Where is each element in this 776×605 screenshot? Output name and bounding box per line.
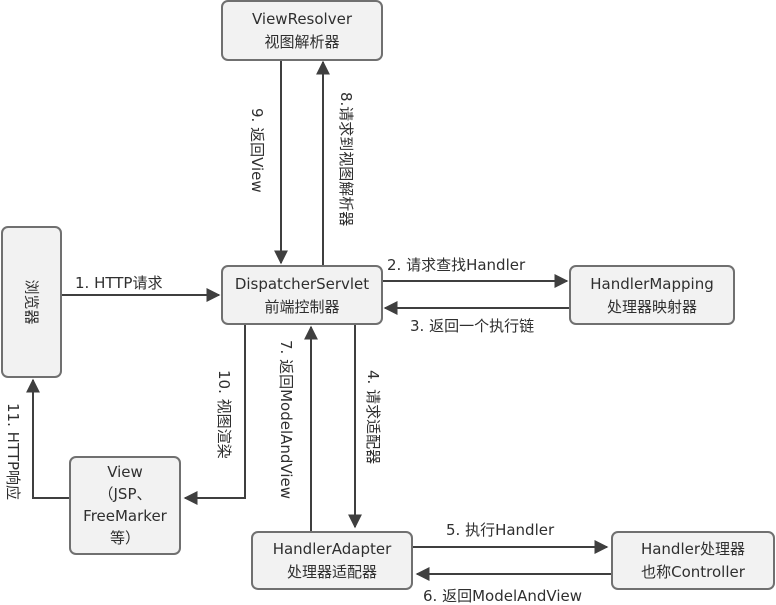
browser-label: 浏览器	[23, 279, 41, 324]
view-resolver-title: ViewResolver	[252, 10, 353, 28]
handler-adapter-subtitle: 处理器适配器	[287, 563, 377, 581]
handler-adapter-node: HandlerAdapter 处理器适配器	[251, 531, 413, 590]
label-find-handler: 2. 请求查找Handler	[387, 256, 526, 274]
dispatcher-servlet-subtitle: 前端控制器	[264, 298, 339, 316]
label-request-adapter: 4. 请求适配器	[364, 370, 382, 464]
browser-node: 浏览器	[1, 226, 62, 378]
handler-mapping-subtitle: 处理器映射器	[607, 298, 697, 316]
label-return-modelandview-7: 7. 返回ModelAndView	[277, 340, 295, 499]
handler-adapter-title: HandlerAdapter	[273, 540, 392, 558]
handler-mapping-title: HandlerMapping	[590, 275, 713, 293]
edge-view-render	[183, 324, 246, 505]
edge-http-response	[26, 378, 70, 499]
label-request-view-resolver: 8.请求到视图解析器	[337, 92, 355, 226]
dispatcher-servlet-title: DispatcherServlet	[235, 275, 369, 293]
view-line-freemarker: FreeMarker	[83, 507, 168, 525]
label-view-render: 10. 视图渲染	[215, 370, 233, 459]
handler-mapping-node: HandlerMapping 处理器映射器	[569, 265, 735, 325]
label-http-response: 11. HTTP响应	[4, 403, 22, 500]
view-line-jsp: （JSP、	[99, 485, 152, 503]
view-node: View （JSP、 FreeMarker 等）	[69, 456, 181, 555]
view-resolver-subtitle: 视图解析器	[264, 33, 339, 51]
label-execute-handler: 5. 执行Handler	[446, 521, 555, 539]
view-resolver-node: ViewResolver 视图解析器	[221, 0, 383, 61]
label-return-view: 9. 返回View	[248, 108, 266, 193]
label-return-modelandview-6: 6. 返回ModelAndView	[423, 587, 582, 605]
view-line-etc: 等）	[110, 529, 140, 547]
handler-title: Handler处理器	[641, 540, 745, 558]
dispatcher-servlet-node: DispatcherServlet 前端控制器	[221, 265, 383, 325]
view-title: View	[107, 463, 143, 481]
label-http-request: 1. HTTP请求	[75, 274, 162, 292]
handler-node: Handler处理器 也称Controller	[611, 531, 775, 590]
handler-subtitle: 也称Controller	[641, 563, 746, 581]
label-return-chain: 3. 返回一个执行链	[410, 317, 534, 335]
